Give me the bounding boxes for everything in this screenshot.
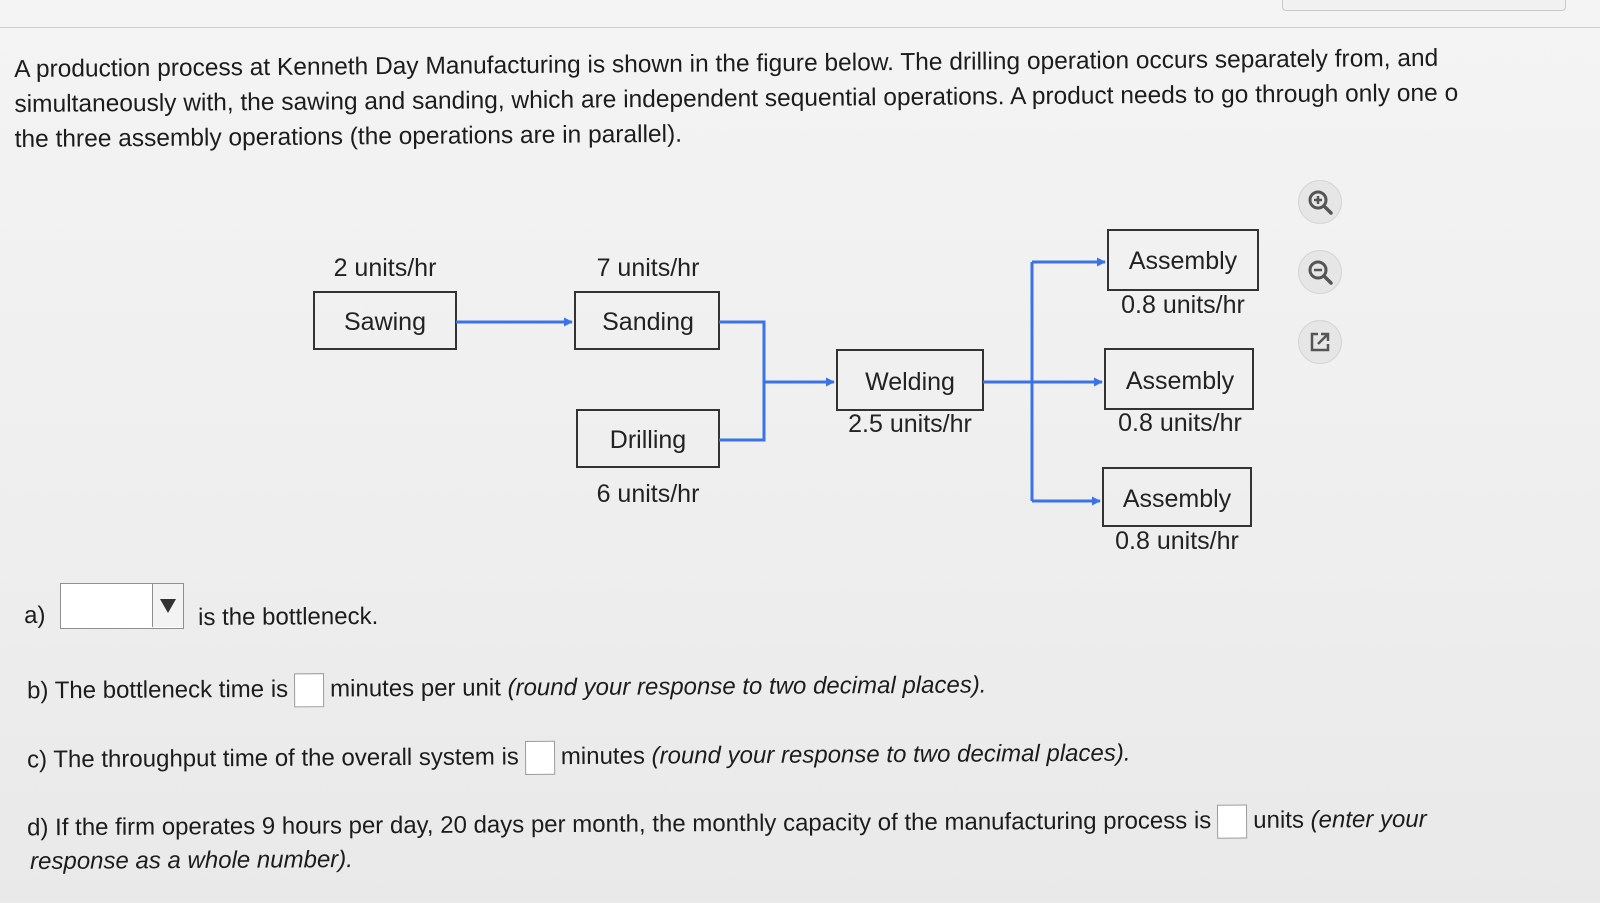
question-a-suffix: is the bottleneck. (198, 602, 379, 631)
welding-box (836, 349, 984, 411)
question-b: b) The bottleneck time is minutes per uni… (27, 669, 987, 709)
question-c: c) The throughput time of the overall sy… (27, 737, 1131, 778)
zoom-in-button[interactable] (1298, 180, 1342, 224)
caret-down-icon (160, 598, 176, 613)
question-c-suffix: minutes (560, 742, 645, 771)
assembly-box-2 (1104, 348, 1254, 410)
question-a-label: a) (24, 601, 46, 629)
monthly-capacity-input[interactable] (1217, 804, 1248, 839)
bottleneck-time-input[interactable] (294, 673, 325, 708)
throughput-time-input[interactable] (524, 740, 555, 775)
zoom-out-icon (1308, 260, 1333, 285)
sanding-label: Sanding (602, 308, 694, 336)
assembly-rate-3: 0.8 units/hr (1115, 527, 1239, 555)
assembly-rate-1: 0.8 units/hr (1121, 291, 1245, 319)
sawing-label: Sawing (344, 308, 426, 336)
assembly-rate-2: 0.8 units/hr (1118, 409, 1242, 437)
assembly-box-3 (1102, 467, 1252, 527)
top-divider (0, 27, 1600, 28)
question-d-line-2: response as a whole number). (30, 846, 353, 876)
assembly-label-1: Assembly (1129, 247, 1238, 275)
drilling-label: Drilling (610, 426, 686, 454)
merge-connector (719, 320, 766, 442)
welding-label: Welding (865, 368, 955, 396)
question-b-prefix: b) The bottleneck time is (27, 675, 289, 705)
question-d-hint-2: response as a whole number). (30, 846, 354, 875)
question-b-suffix: minutes per unit (330, 674, 501, 703)
assembly-label-2: Assembly (1126, 367, 1235, 395)
sanding-rate: 7 units/hr (597, 254, 700, 282)
question-d-suffix: units (1253, 806, 1305, 834)
welding-rate: 2.5 units/hr (848, 410, 972, 438)
question-b-hint: (round your response to two decimal plac… (507, 671, 987, 702)
top-tab[interactable] (1282, 0, 1566, 11)
question-d-prefix: d) If the firm operates 9 hours per day,… (27, 807, 1212, 842)
drilling-rate: 6 units/hr (597, 480, 700, 508)
question-c-prefix: c) The throughput time of the overall sy… (27, 743, 519, 774)
question-c-hint: (round your response to two decimal plac… (651, 739, 1131, 770)
popout-button[interactable] (1298, 320, 1342, 364)
assembly-label-3: Assembly (1123, 485, 1232, 513)
external-link-icon (1310, 332, 1330, 352)
question-d-hint-1: (enter your (1310, 805, 1427, 834)
dropdown-arrow[interactable] (152, 584, 183, 627)
zoom-out-button[interactable] (1298, 250, 1342, 294)
bottleneck-select[interactable] (60, 583, 184, 629)
zoom-in-icon (1308, 190, 1333, 215)
sawing-rate: 2 units/hr (334, 254, 437, 282)
assembly-box-1 (1107, 229, 1259, 291)
